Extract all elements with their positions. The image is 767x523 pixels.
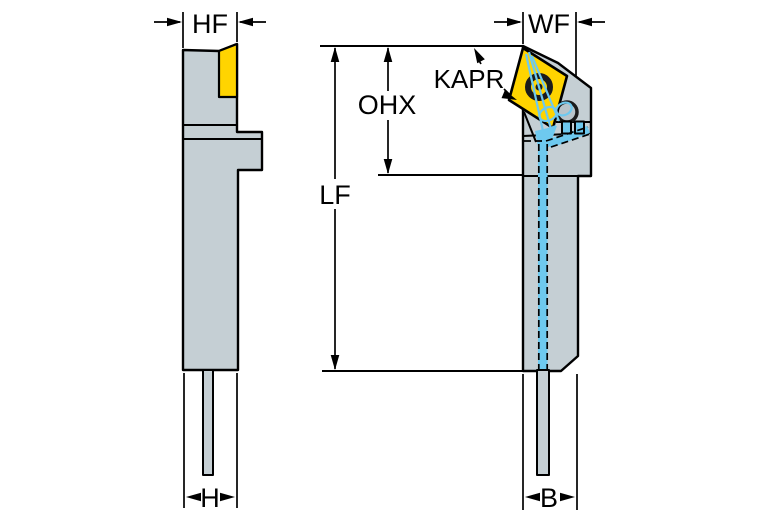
lf-label: LF	[319, 180, 351, 210]
dimension-labels: HF WF OHX LF KAPR H B	[192, 9, 570, 513]
side-view	[181, 42, 264, 476]
dim-kapr	[470, 45, 519, 104]
dim-b	[522, 374, 578, 510]
pocket-edge-line	[523, 111, 537, 143]
b-label: B	[540, 483, 558, 513]
clamp-pivot-ellipse-2	[555, 101, 573, 117]
dim-ohx	[383, 47, 393, 174]
h-label: H	[200, 483, 220, 513]
wf-label: WF	[528, 9, 570, 39]
dim-h	[183, 373, 238, 508]
clamp-tab-right	[574, 120, 585, 135]
dim-lf	[330, 47, 340, 370]
hidden-lines	[524, 126, 591, 371]
clamp-channel-fill	[538, 144, 548, 371]
dim-hf	[154, 12, 266, 48]
insert-hole-ring	[525, 73, 553, 101]
kapr-label: KAPR	[434, 64, 505, 94]
clamp-tab-left	[561, 120, 572, 135]
clamp-mechanism	[524, 51, 590, 371]
hf-label: HF	[192, 9, 228, 39]
dim-wf	[494, 12, 605, 77]
clamp-lever-lines	[524, 51, 573, 133]
geometry	[154, 12, 605, 510]
side-insert	[217, 42, 239, 99]
front-view	[507, 44, 593, 476]
ohx-label: OHX	[358, 90, 417, 120]
side-rod	[202, 369, 214, 476]
front-rod	[536, 369, 550, 476]
dimensions	[154, 12, 605, 510]
